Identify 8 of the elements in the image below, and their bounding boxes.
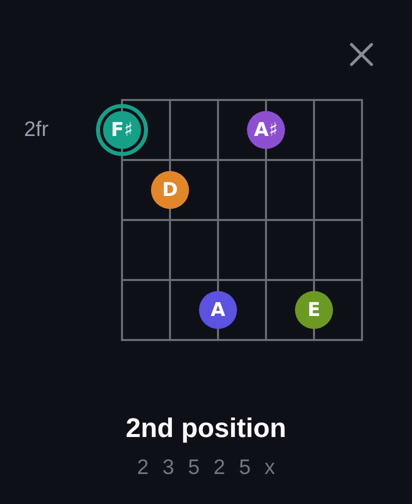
note-name: A♯ <box>254 119 278 141</box>
note-name: E <box>308 299 320 321</box>
chord-title: 2nd position <box>126 412 286 445</box>
fret-number: 2fr <box>24 118 49 141</box>
note-name: D <box>162 179 178 201</box>
note-name: A <box>210 299 226 321</box>
note-name: F♯ <box>110 119 134 141</box>
fingering-numbers: 2 3 5 2 5 x <box>136 455 280 481</box>
